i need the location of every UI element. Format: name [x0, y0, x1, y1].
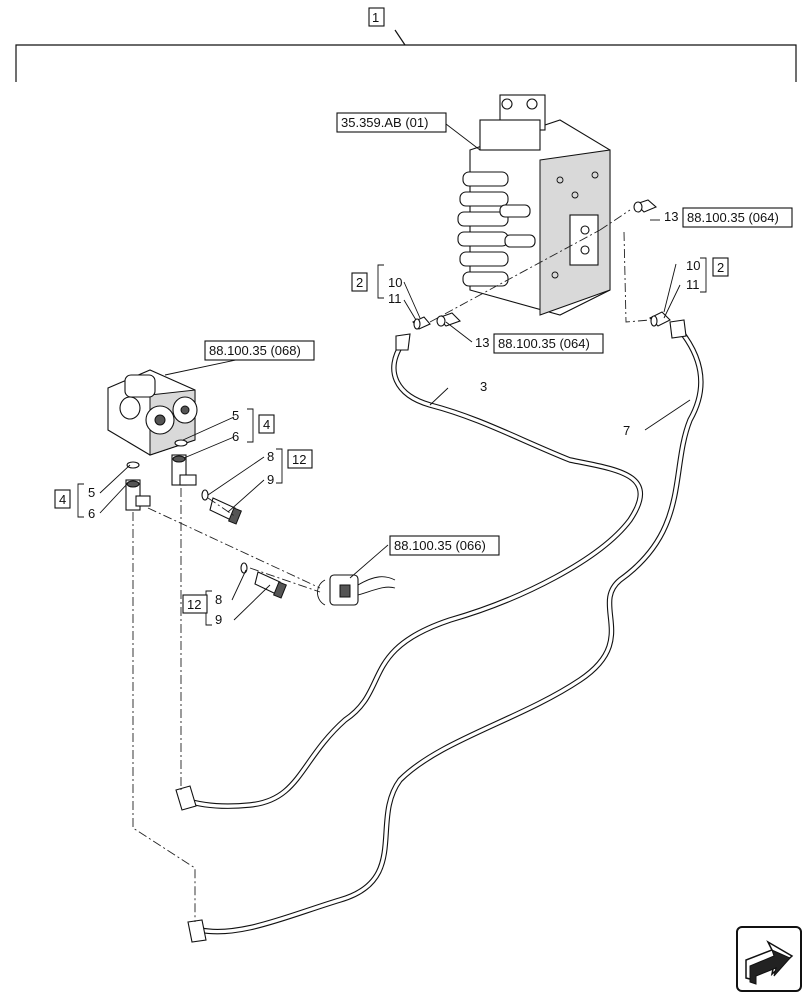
harness-connector: [317, 574, 396, 606]
callout-3: 3: [480, 379, 487, 394]
callout-5-left: 5: [88, 485, 95, 500]
callout-10-right: 10: [686, 258, 700, 273]
assembly-bracket: 1: [15, 7, 797, 82]
group-4-upper: 4: [258, 414, 275, 434]
fitting-13-top: [633, 199, 658, 213]
callout-7: 7: [623, 423, 630, 438]
callout-8-upper: 8: [267, 449, 274, 464]
svg-text:4: 4: [263, 417, 270, 432]
callout-6-left: 6: [88, 506, 95, 521]
callout-8-lower: 8: [215, 592, 222, 607]
svg-text:2: 2: [717, 260, 724, 275]
group-12-lower: 12: [182, 594, 208, 614]
callout-9-upper: 9: [267, 472, 274, 487]
hose-3: [175, 333, 644, 811]
ref-connector: 88.100.35 (066): [389, 535, 500, 556]
ref-top-right: 13 88.100.35 (064): [664, 207, 793, 228]
elbow-fitting-left: [125, 461, 151, 511]
assembly-ref: 1: [372, 10, 379, 25]
fitting-13-mid: [436, 312, 462, 327]
group-2-right: 2: [712, 257, 729, 277]
ref-valve-block: 35.359.AB (01): [336, 112, 447, 133]
svg-text:13: 13: [475, 335, 489, 350]
group-4-left: 4: [54, 489, 71, 509]
pressure-sensor-upper: [201, 489, 242, 525]
svg-text:2: 2: [356, 275, 363, 290]
fitting-10-11-left: [412, 316, 431, 330]
svg-text:12: 12: [292, 452, 306, 467]
callout-11-right: 11: [686, 277, 700, 292]
callout-11-left: 11: [388, 291, 402, 306]
svg-text:4: 4: [59, 492, 66, 507]
pilot-valve: [107, 369, 198, 456]
callout-10-left: 10: [388, 275, 402, 290]
callout-5-upper: 5: [232, 408, 239, 423]
elbow-fitting-upper: [171, 439, 197, 486]
callout-6-upper: 6: [232, 429, 239, 444]
pressure-sensor-lower: [240, 562, 287, 599]
ref-pilot-valve: 88.100.35 (068): [204, 340, 315, 361]
svg-text:88.100.35 (066): 88.100.35 (066): [394, 538, 486, 553]
group-2-left: 2: [351, 272, 368, 292]
ref-mid: 13 88.100.35 (064): [475, 333, 604, 354]
svg-text:88.100.35 (064): 88.100.35 (064): [687, 210, 779, 225]
arrow-next-icon[interactable]: [736, 926, 802, 992]
group-12-upper: 12: [287, 449, 313, 469]
callout-9-lower: 9: [215, 612, 222, 627]
svg-text:88.100.35 (068): 88.100.35 (068): [209, 343, 301, 358]
svg-text:88.100.35 (064): 88.100.35 (064): [498, 336, 590, 351]
fitting-10-11-right: [649, 311, 671, 327]
svg-text:13: 13: [664, 209, 678, 224]
svg-text:35.359.AB (01): 35.359.AB (01): [341, 115, 428, 130]
hose-7: [187, 319, 704, 943]
control-valve-block: [457, 94, 611, 316]
svg-text:12: 12: [187, 597, 201, 612]
